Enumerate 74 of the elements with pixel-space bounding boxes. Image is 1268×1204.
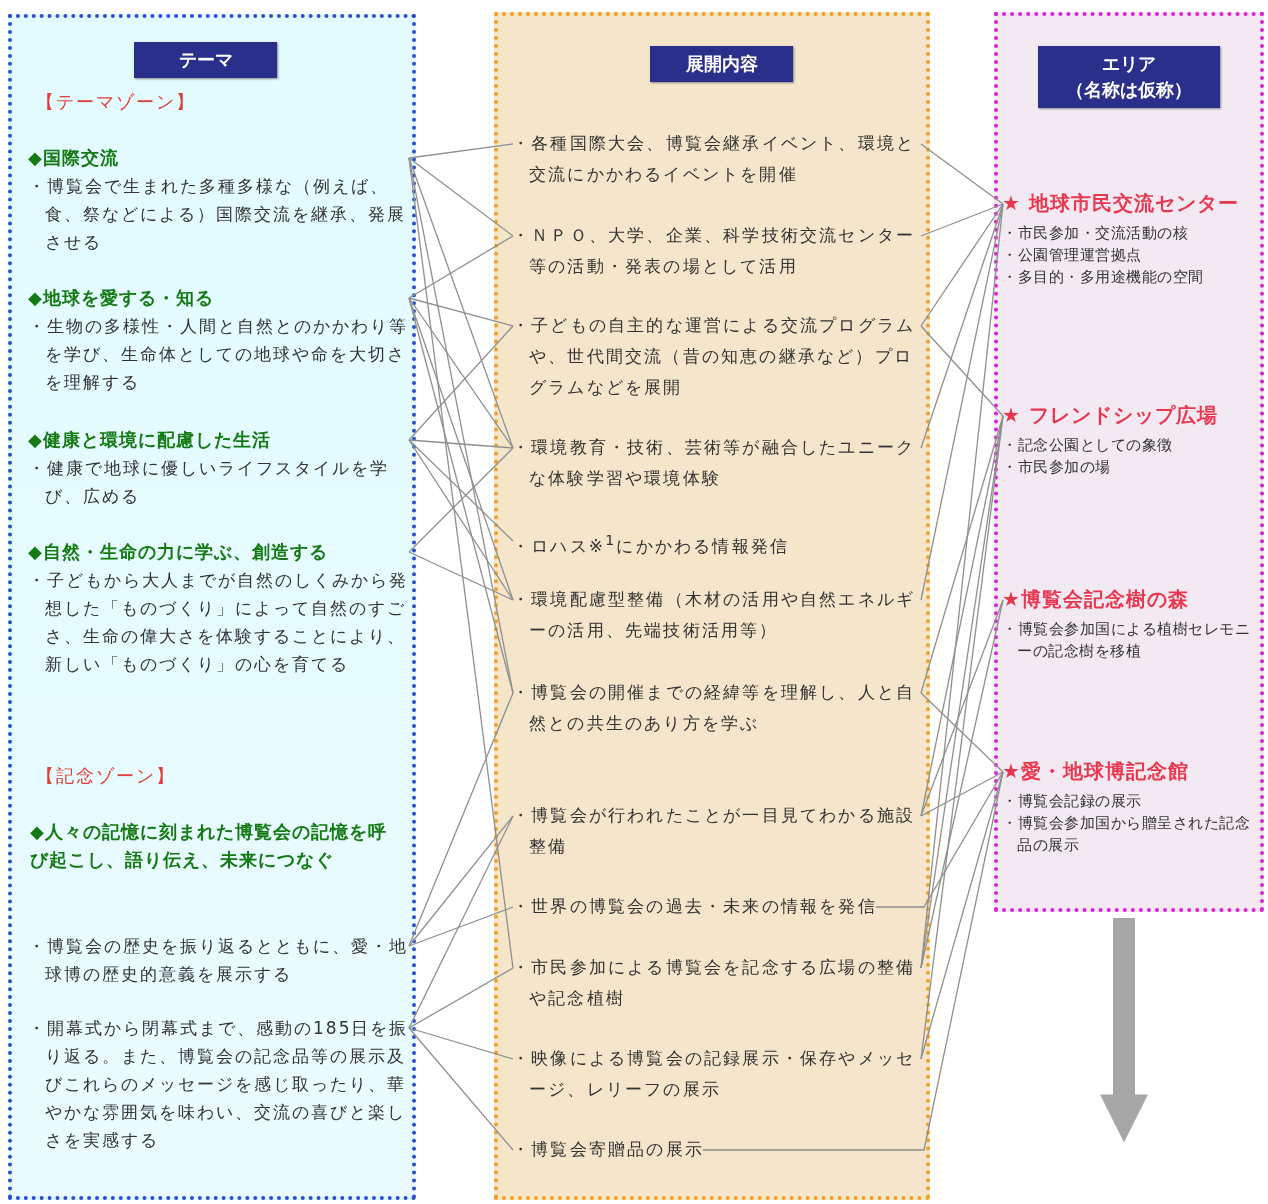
content-item: ・博覧会が行われたことが一目見てわかる施設整備	[512, 804, 917, 858]
area-bullet: ・市民参加・交流活動の核	[1002, 223, 1189, 244]
content-item: ・環境教育・技術、芸術等が融合したユニークな体験学習や環境体験	[512, 436, 917, 490]
column-panel	[8, 14, 416, 1200]
connector-line	[408, 325, 514, 441]
connector-line	[408, 157, 514, 237]
connector-line	[920, 203, 1004, 969]
area-bullet: ・市民参加の場	[1002, 457, 1112, 478]
content-item: ・映像による博覧会の記録展示・保存やメッセージ、レリーフの展示	[512, 1047, 917, 1101]
column-panel	[994, 12, 1264, 912]
connector-line	[408, 297, 514, 601]
area-bullet: ・博覧会記録の展示	[1002, 791, 1143, 812]
connector-line	[408, 551, 514, 601]
connector-line	[920, 771, 1004, 817]
zone-label: 【テーマゾーン】	[36, 90, 196, 114]
theme-heading: ◆人々の記憶に刻まれた博覧会の記憶を呼び起こし、語り伝え、未来につなぐ	[30, 820, 388, 872]
column-header: テーマ	[134, 42, 277, 78]
connector-line	[408, 297, 514, 694]
connector-line	[920, 203, 1004, 327]
connector-line	[702, 771, 1004, 1151]
content-item: ・博覧会の開催までの経緯等を理解し、人と自然との共生のあり方を学ぶ	[512, 681, 917, 735]
connector-line	[408, 815, 514, 947]
area-bullet: ・多目的・多用途機能の空間	[1002, 267, 1205, 288]
column-header: 展開内容	[650, 46, 793, 82]
area-bullet: ・博覧会参加国による植樹セレモニーの記念樹を移植	[1002, 619, 1251, 662]
content-item: ・市民参加による博覧会を記念する広場の整備や記念植樹	[512, 956, 917, 1010]
content-item: ・各種国際大会、博覧会継承イベント、環境と交流にかかわるイベントを開催	[512, 132, 917, 186]
content-item: ・ＮＰＯ、大学、企業、科学技術交流センター等の活動・発表の場として活用	[512, 224, 917, 278]
content-item: ・環境配慮型整備（木材の活用や自然エネルギーの活用、先端技術活用等）	[512, 588, 917, 642]
connector-line	[408, 297, 514, 327]
connector-line	[408, 439, 514, 542]
theme-heading: ◆自然・生命の力に学ぶ、創造する	[28, 540, 329, 564]
connector-line	[920, 599, 1004, 969]
theme-description: ・博覧会の歴史を振り返るとともに、愛・地球博の歴史的意義を展示する	[28, 935, 409, 986]
connector-line	[408, 692, 514, 947]
area-heading: ★博覧会記念樹の森	[1002, 586, 1190, 613]
zone-label: 【記念ゾーン】	[36, 764, 176, 788]
connector-line	[408, 157, 514, 449]
connector-line	[408, 815, 514, 1029]
area-bullet: ・博覧会参加国から贈呈された記念品の展示	[1002, 813, 1251, 856]
theme-description: ・博覧会で生まれた多種多様な（例えば、食、祭などによる）国際交流を継承、発展させる	[28, 175, 407, 254]
theme-description: ・生物の多様性・人間と自然とのかかわり等を学び、生命体としての地球や命を大切さを理解する	[28, 315, 409, 394]
connector-line	[920, 599, 1004, 817]
connector-line	[920, 692, 1004, 773]
connector-line	[408, 1027, 514, 1151]
connector-line	[408, 297, 514, 449]
area-bullet: ・記念公園としての象徴	[1002, 435, 1174, 456]
theme-heading: ◆健康と環境に配慮した生活	[28, 428, 272, 452]
content-item: ・子どもの自主的な運営による交流プログラムや、世代間交流（昔の知恵の継承など）プログラムなどを展開	[512, 314, 917, 399]
connector-line	[920, 325, 1004, 417]
theme-heading: ◆国際交流	[28, 146, 120, 170]
theme-heading: ◆地球を愛する・知る	[28, 286, 215, 310]
content-item: ・博覧会寄贈品の展示	[512, 1138, 704, 1161]
area-heading: ★ 地球市民交流センター	[1002, 190, 1240, 217]
column-header: エリア （名称は仮称）	[1038, 46, 1220, 108]
connector-line	[408, 235, 514, 299]
connector-line	[920, 203, 1004, 449]
connector-line	[408, 906, 514, 947]
column-panel	[494, 12, 930, 1200]
connector-line	[408, 439, 514, 601]
area-heading: ★ フレンドシップ広場	[1002, 402, 1219, 429]
theme-description: ・開幕式から閉幕式まで、感動の185日を振り返る。また、博覧会の記念品等の展示及びこれらのメッセージを感じ取ったり、華やかな雰囲気を味わい、交流の喜びと楽しさを実感する	[28, 1017, 410, 1152]
content-item: ・世界の博覧会の過去・未来の情報を発信	[512, 895, 877, 918]
connector-line	[408, 439, 514, 449]
large-arrow	[1100, 918, 1148, 1143]
area-heading: ★愛・地球博記念館	[1002, 758, 1190, 785]
connector-line	[408, 967, 514, 1029]
connector-line	[408, 157, 514, 969]
connector-line	[875, 771, 1004, 908]
theme-description: ・子どもから大人までが自然のしくみから発想した「ものづくり」によって自然のすごさ、生命の偉大さを体験することにより、新しい「ものづくり」の心を育てる	[28, 569, 409, 676]
area-bullet: ・公園管理運営拠点	[1002, 245, 1143, 266]
connector-line	[408, 447, 514, 553]
theme-description: ・健康で地球に優しいライフスタイルを学び、広める	[28, 457, 390, 508]
content-item: ・ロハス※$^{1}$にかかわる情報発信	[512, 531, 790, 558]
